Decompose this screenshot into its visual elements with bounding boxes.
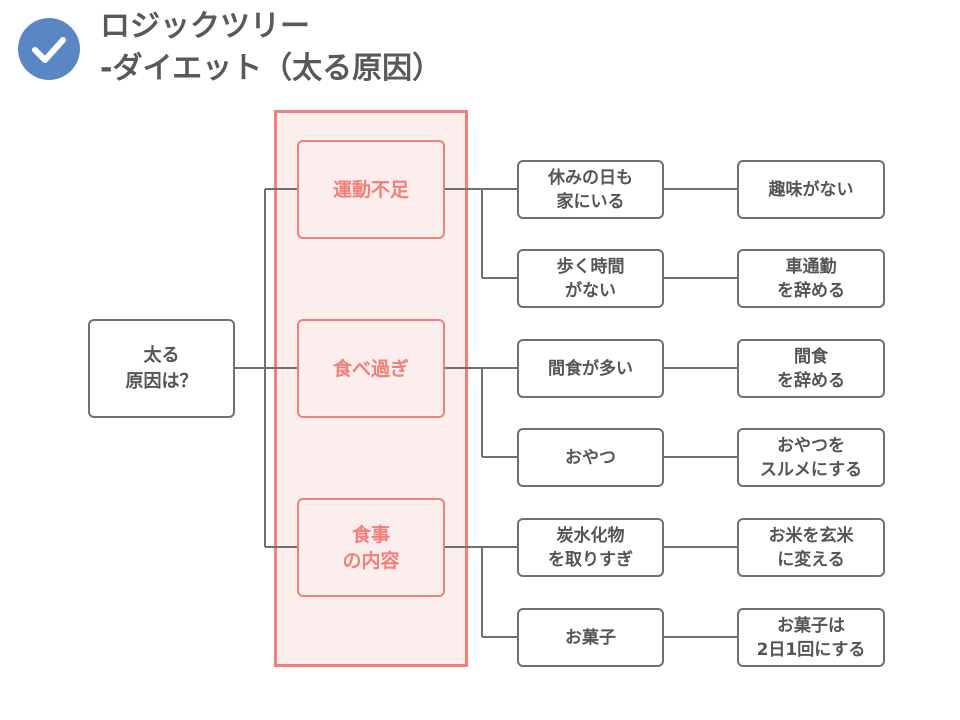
check-circle-icon [18, 18, 80, 80]
cause-node: おやつ [517, 428, 664, 487]
cause-node: 間食が多い [517, 339, 664, 398]
category-node-exercise: 運動不足 [297, 140, 445, 239]
category-node-overeating: 食べ過ぎ [297, 319, 445, 418]
cause-node: 炭水化物 を取りすぎ [517, 518, 664, 577]
solution-node: おやつを スルメにする [737, 428, 885, 487]
cause-node: お菓子 [517, 608, 664, 667]
page-title: ロジックツリー -ダイエット（太る原因） [100, 6, 442, 90]
solution-node: 間食 を辞める [737, 339, 885, 398]
solution-node: お菓子は 2日1回にする [737, 608, 885, 667]
category-node-diet-content: 食事 の内容 [297, 498, 445, 597]
cause-node: 休みの日も 家にいる [517, 160, 664, 219]
root-node: 太る 原因は？ [88, 319, 235, 418]
title-line-1: ロジックツリー [100, 9, 310, 44]
cause-node: 歩く時間 がない [517, 249, 664, 308]
solution-node: 趣味がない [737, 160, 885, 219]
title-line-2: -ダイエット（太る原因） [100, 51, 443, 86]
solution-node: お米を玄米 に変える [737, 518, 885, 577]
solution-node: 車通勤 を辞める [737, 249, 885, 308]
